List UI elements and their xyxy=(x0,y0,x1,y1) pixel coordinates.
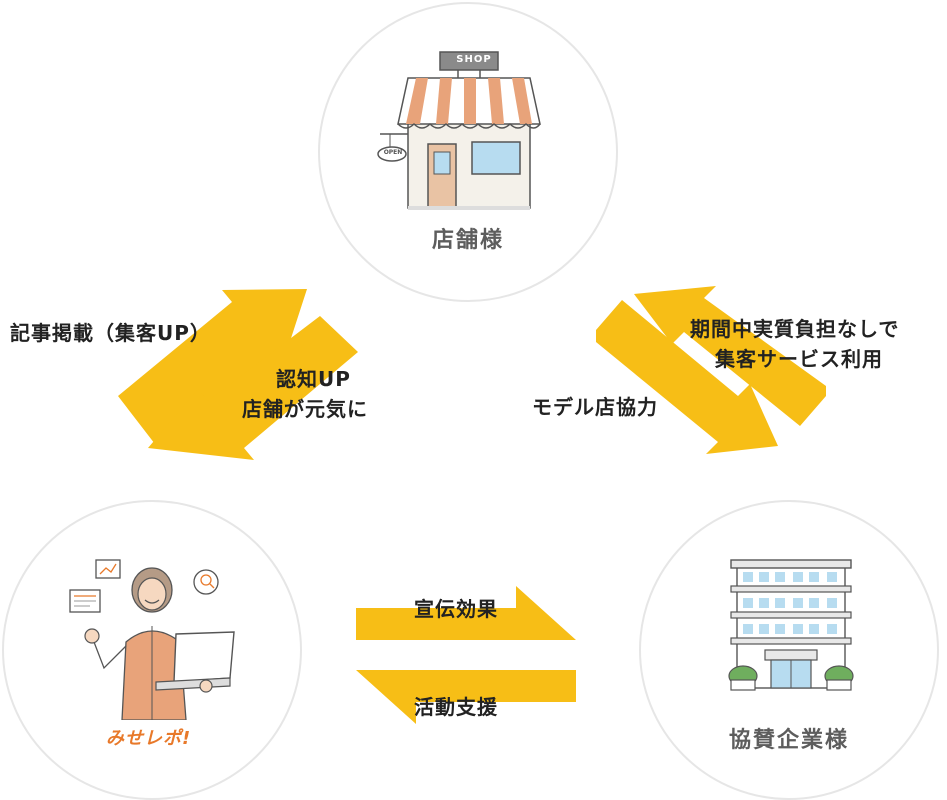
person-with-laptop-icon xyxy=(69,559,235,720)
arrow-awareness xyxy=(148,316,358,460)
arrow-model-store xyxy=(596,300,778,454)
flow-awareness-line1: 認知UP xyxy=(276,367,351,391)
flow-burden-line2: 集客サービス利用 xyxy=(715,347,883,371)
flow-awareness-line2: 店舗が元気に xyxy=(242,397,368,421)
flow-support-text: 活動支援 xyxy=(414,695,498,719)
arrow-burden xyxy=(634,286,826,426)
arrow-ad-effect xyxy=(356,586,576,640)
flow-article-text: 記事掲載（集客UP） xyxy=(10,321,211,345)
flow-ad-effect-text: 宣伝効果 xyxy=(414,597,498,621)
shop-sign-text: SHOP xyxy=(456,54,492,65)
miserepo-logo: みせレポ! xyxy=(106,728,192,749)
open-sign-text: OPEN xyxy=(383,149,403,156)
office-building-icon xyxy=(728,559,854,691)
shop-label: 店舗様 xyxy=(431,228,504,253)
shop-icon xyxy=(377,51,541,210)
flow-model-store-text: モデル店協力 xyxy=(532,395,658,419)
arrow-support xyxy=(356,670,576,724)
shop-node: SHOP OPEN 店舗様 xyxy=(318,2,618,302)
sponsor-node: 協賛企業様 xyxy=(639,500,939,800)
arrow-article xyxy=(118,289,307,448)
miserepo-node: みせレポ! xyxy=(2,500,302,800)
sponsor-label: 協賛企業様 xyxy=(728,728,849,753)
flow-burden-line1: 期間中実質負担なしで xyxy=(690,317,900,341)
